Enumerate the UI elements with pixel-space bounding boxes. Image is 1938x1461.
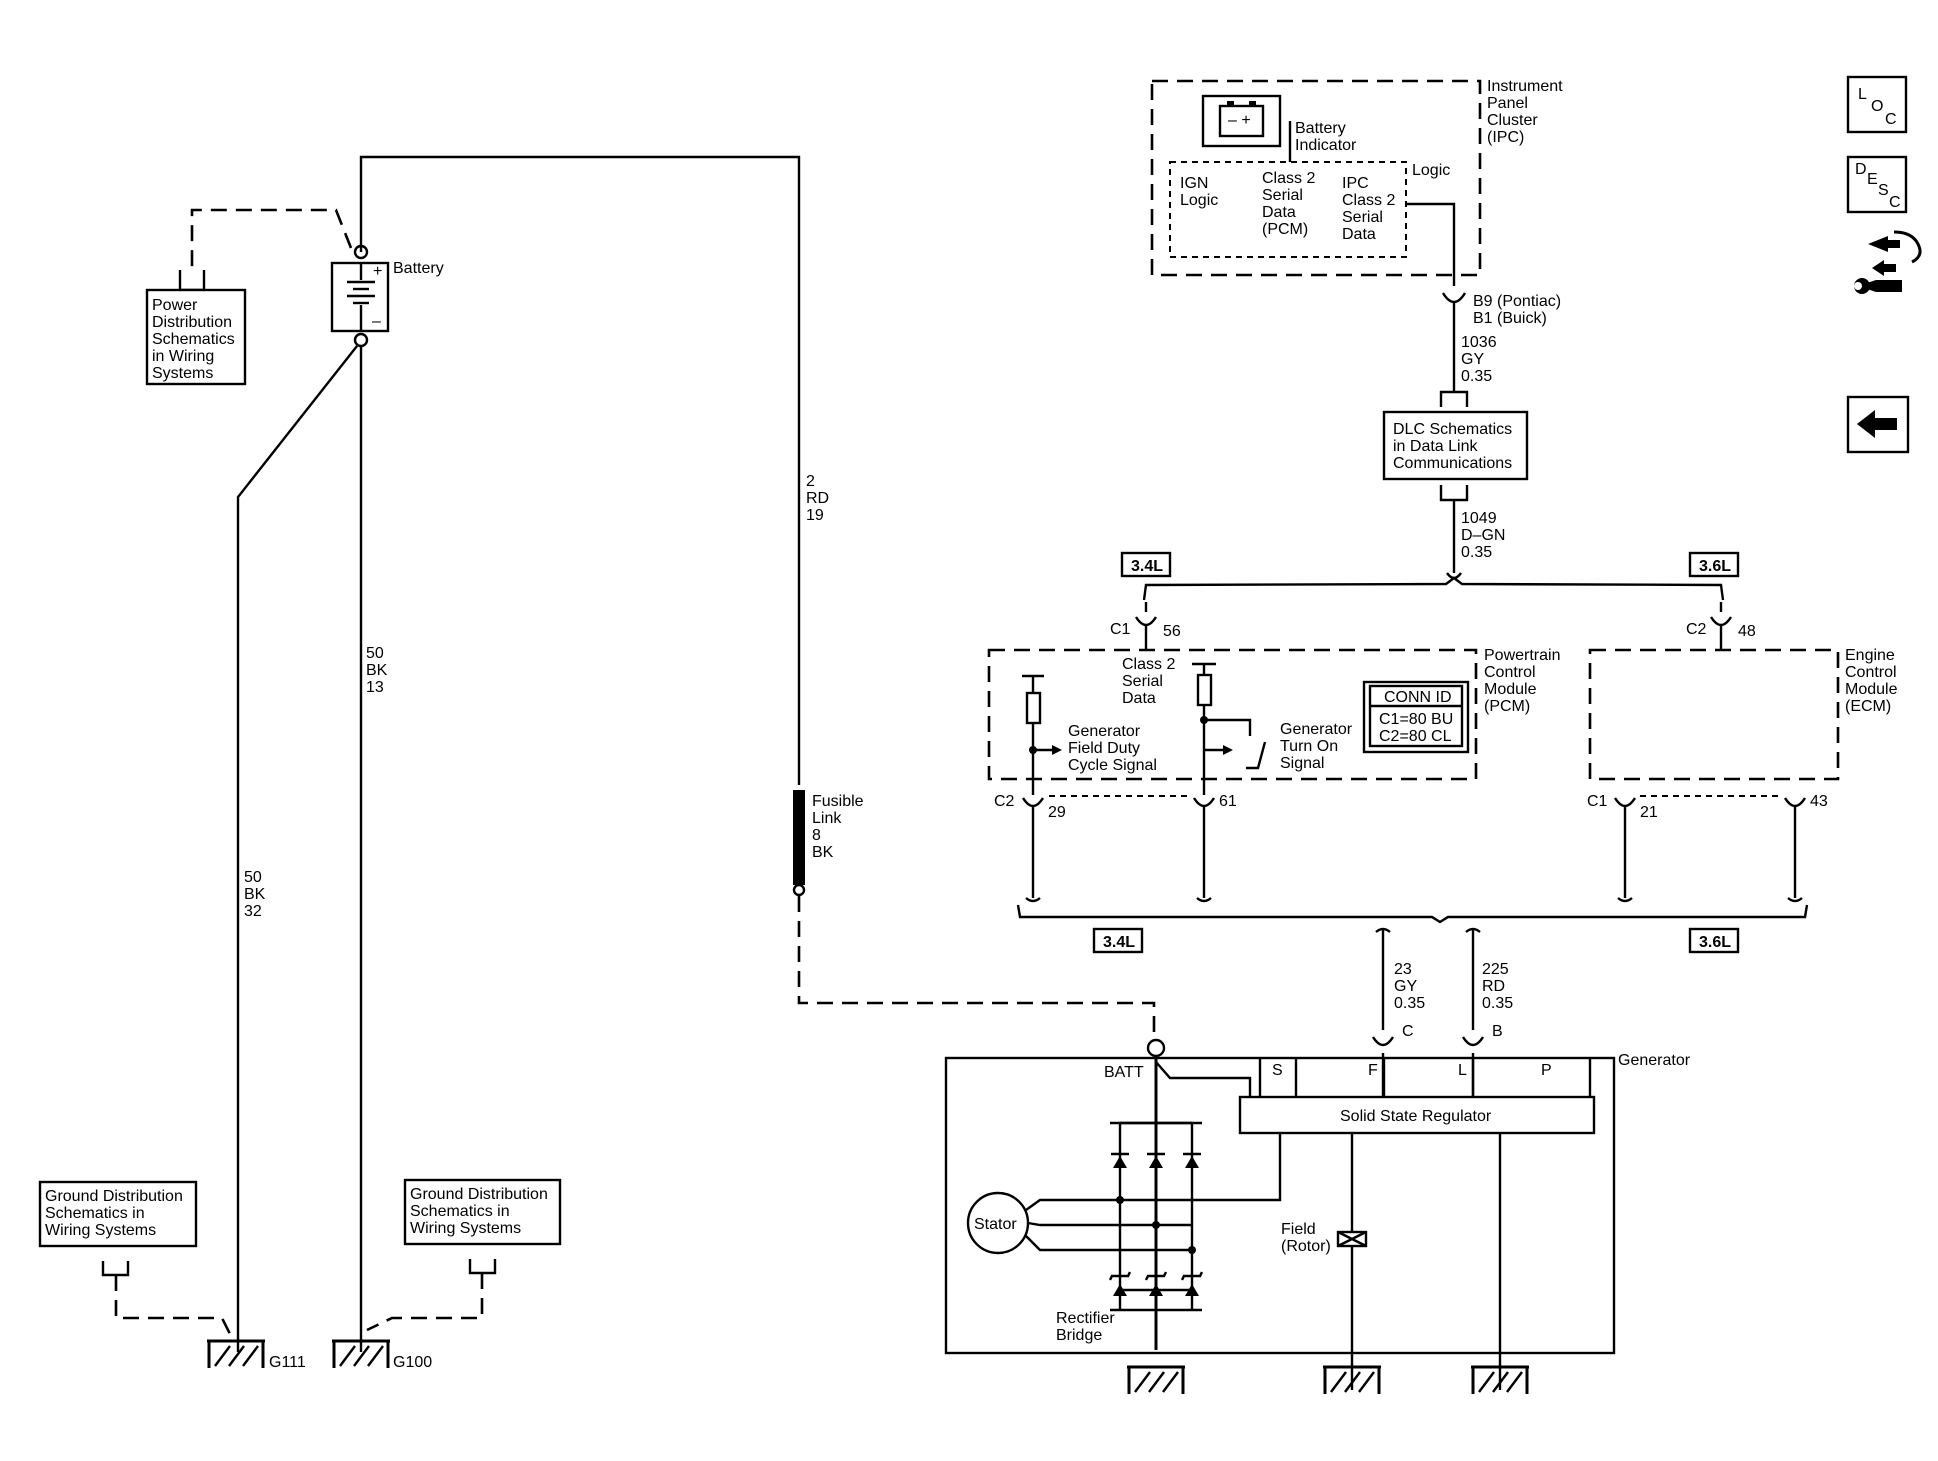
rectifier-diodes-lower bbox=[1108, 1271, 1204, 1296]
solid-state-regulator bbox=[1238, 1095, 1596, 1135]
rectifier-bridge-label: Rectifier Bridge bbox=[1056, 1310, 1119, 1344]
ecm-c2-label: C2 bbox=[1686, 621, 1707, 638]
battery-plus: + bbox=[373, 263, 382, 280]
ground-distribution-ref-left-box[interactable] bbox=[38, 1180, 198, 1248]
ecm-c1-label: C1 bbox=[1587, 793, 1608, 810]
connector-wrench-icon[interactable] bbox=[1854, 230, 1922, 294]
desc-letter-e: E bbox=[1867, 171, 1878, 188]
engine-option-bus-bottom: 3.4L 3.6L 23 GY 0.35 225 RD 0.35 C B bbox=[1016, 904, 1809, 1047]
gen-pin-c: C bbox=[1402, 1023, 1414, 1040]
ground-g100: G100 bbox=[332, 1339, 432, 1371]
pcm-pin-61: 61 bbox=[1219, 793, 1237, 810]
tag-34l-top-text: 3.4L bbox=[1131, 558, 1163, 575]
tag-34l-bottom-text: 3.4L bbox=[1103, 934, 1135, 951]
ipc-connector-label: B9 (Pontiac) B1 (Buick) bbox=[1473, 293, 1566, 327]
wire-label-2-rd-19: 2 RD 19 bbox=[806, 473, 834, 524]
power-distribution-ref-box[interactable] bbox=[145, 288, 247, 386]
back-arrow-button[interactable] bbox=[1846, 395, 1910, 454]
generator-grounds bbox=[1127, 1365, 1529, 1394]
pcm-class2-label: Class 2 Serial Data bbox=[1122, 656, 1180, 707]
fusible-link-label: Fusible Link 8 BK bbox=[812, 793, 868, 861]
ground-g111-label: G111 bbox=[269, 1354, 306, 1371]
tag-36l-top-text: 3.6L bbox=[1699, 558, 1731, 575]
field-rotor-label: Field (Rotor) bbox=[1281, 1221, 1331, 1255]
back-arrow-icon bbox=[1857, 410, 1897, 438]
dlc-schematics-ref-box[interactable] bbox=[1382, 410, 1529, 481]
desc-letter-d: D bbox=[1855, 161, 1867, 178]
dlc-ref: DLC Schematics in Data Link Communicatio… bbox=[1142, 390, 1725, 601]
ipc-title: Instrument Panel Cluster (IPC) bbox=[1487, 78, 1567, 146]
battery-indicator-lamp bbox=[1201, 94, 1282, 148]
ground-ref-right: Ground Distribution Schematics in Wiring… bbox=[366, 1178, 562, 1332]
generator-assembly: Generator BATT S F L P Solid State Regul… bbox=[944, 1038, 1691, 1390]
conn-id-values: C1=80 BU C2=80 CL bbox=[1379, 711, 1458, 745]
generator-housing bbox=[944, 1056, 1616, 1355]
ground-g100-label: G100 bbox=[393, 1354, 432, 1371]
wire-label-1049: 1049 D–GN 0.35 bbox=[1461, 510, 1510, 561]
regulator-label: Solid State Regulator bbox=[1340, 1108, 1492, 1125]
wire-label-225-rd: 225 RD 0.35 bbox=[1482, 961, 1513, 1012]
gen-terminal-l: L bbox=[1458, 1062, 1467, 1079]
conn-id-box bbox=[1362, 680, 1470, 754]
tag-36l-bottom-text: 3.6L bbox=[1699, 934, 1731, 951]
gen-batt-label: BATT bbox=[1104, 1064, 1144, 1081]
ground-g111: G111 bbox=[207, 1339, 306, 1371]
loc-letter-c: C bbox=[1885, 111, 1897, 128]
wire-label-1036: 1036 GY 0.35 bbox=[1461, 334, 1501, 385]
pcm-pin-29: 29 bbox=[1048, 804, 1066, 821]
ecm-title: Engine Control Module (ECM) bbox=[1845, 647, 1902, 715]
ground-distribution-ref-left-text: Ground Distribution Schematics in Wiring… bbox=[45, 1188, 187, 1239]
gen-turn-on-label: Generator Turn On Signal bbox=[1280, 721, 1357, 772]
ground-ref-left: Ground Distribution Schematics in Wiring… bbox=[38, 1180, 235, 1341]
ecm-pin-48: 48 bbox=[1738, 623, 1756, 640]
conn-id-title: CONN ID bbox=[1384, 689, 1452, 706]
gen-field-duty-label: Generator Field Duty Cycle Signal bbox=[1068, 723, 1157, 774]
ground-distribution-ref-right-box[interactable] bbox=[403, 1178, 562, 1246]
stator-label: Stator bbox=[974, 1216, 1017, 1233]
battery-minus: – bbox=[372, 313, 381, 330]
fusible-link: Fusible Link 8 BK bbox=[792, 790, 1156, 1038]
dlc-schematics-ref-text: DLC Schematics in Data Link Communicatio… bbox=[1393, 421, 1517, 472]
desc-letter-c: C bbox=[1889, 194, 1901, 211]
gen-pin-b: B bbox=[1492, 1023, 1503, 1040]
pcm-c2-label: C2 bbox=[994, 793, 1015, 810]
tag-34l-top bbox=[1120, 551, 1172, 578]
ecm-pin-43: 43 bbox=[1810, 793, 1828, 810]
pcm-c1-label: C1 bbox=[1110, 621, 1131, 638]
ground-distribution-ref-right-text: Ground Distribution Schematics in Wiring… bbox=[410, 1186, 552, 1237]
gen-terminal-p: P bbox=[1541, 1062, 1552, 1079]
svg-text:– +: – + bbox=[1228, 112, 1251, 129]
tag-36l-bottom bbox=[1688, 927, 1740, 954]
ecm-module: C2 48 Engine Control Module (ECM) C1 21 … bbox=[1587, 602, 1902, 903]
ipc-class2-label: IPC Class 2 Serial Data bbox=[1342, 175, 1400, 243]
battery-circuit: + – Battery Power Distribution Schematic… bbox=[145, 155, 834, 1352]
desc-button[interactable]: D E S C bbox=[1846, 155, 1908, 214]
ign-logic-label: IGN Logic bbox=[1180, 175, 1218, 209]
wire-label-50-bk-32: 50 BK 32 bbox=[244, 869, 270, 920]
class2-pcm-label: Class 2 Serial Data (PCM) bbox=[1262, 170, 1320, 238]
wire-label-50-bk-13: 50 BK 13 bbox=[366, 645, 392, 696]
loc-letter-o: O bbox=[1871, 98, 1883, 115]
gen-terminal-f: F bbox=[1368, 1062, 1378, 1079]
generator-title: Generator bbox=[1618, 1052, 1691, 1069]
tag-34l-bottom bbox=[1092, 927, 1144, 954]
wire-label-23-gy: 23 GY 0.35 bbox=[1394, 961, 1425, 1012]
loc-letter-l: L bbox=[1858, 86, 1867, 103]
ipc-module: Instrument Panel Cluster (IPC) – + Batte… bbox=[1150, 78, 1567, 392]
battery-indicator-label: Battery Indicator bbox=[1295, 120, 1357, 154]
ipc-logic-label: Logic bbox=[1412, 162, 1450, 179]
power-distribution-ref-text: Power Distribution Schematics in Wiring … bbox=[152, 297, 239, 382]
engine-tags-top: 3.4L 3.6L bbox=[1120, 551, 1740, 578]
rectifier-diodes-upper bbox=[1111, 1152, 1201, 1168]
gen-terminal-s: S bbox=[1272, 1062, 1283, 1079]
desc-letter-s: S bbox=[1878, 182, 1889, 199]
pcm-module: C1 56 Powertrain Control Module (PCM) Cl… bbox=[987, 602, 1565, 903]
pcm-title: Powertrain Control Module (PCM) bbox=[1484, 647, 1565, 715]
loc-button[interactable]: L O C bbox=[1846, 75, 1908, 134]
pcm-pin-56: 56 bbox=[1163, 623, 1181, 640]
battery-label: Battery bbox=[393, 260, 444, 277]
ecm-pin-21: 21 bbox=[1640, 804, 1658, 821]
tag-36l-top bbox=[1688, 551, 1740, 578]
